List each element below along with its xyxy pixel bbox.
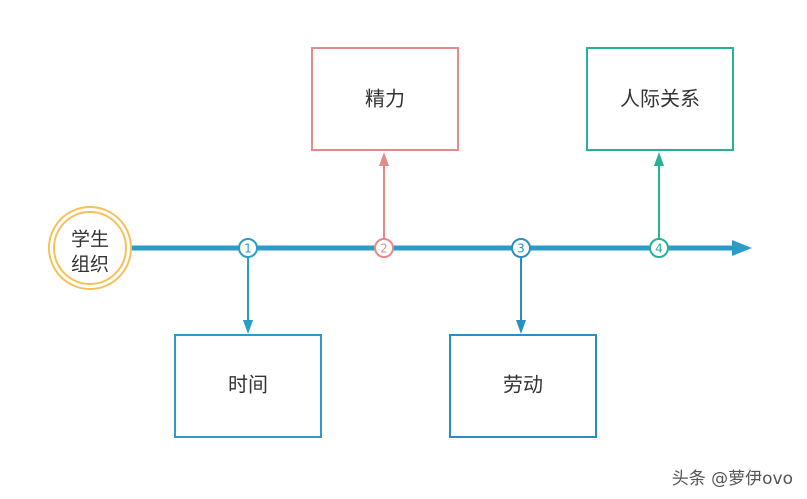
box-time: [174, 334, 322, 438]
node-3: 劳动 3: [449, 238, 597, 438]
box-labor-label: 劳动: [503, 373, 543, 397]
marker-4-num: 4: [655, 242, 663, 256]
watermark: 头条 @萝伊ovo: [671, 469, 793, 489]
timeline-arrowhead: [732, 240, 752, 256]
origin-label-line1: 学生: [71, 229, 109, 251]
node-4: 人际关系 4: [586, 47, 734, 258]
box-energy: [311, 47, 459, 151]
box-relationships-label: 人际关系: [620, 87, 700, 111]
connector-2-arrow: [379, 152, 389, 166]
connector-1-arrow: [243, 320, 253, 334]
origin-label-line2: 组织: [71, 254, 109, 276]
marker-4: [649, 238, 669, 258]
marker-1: [238, 238, 258, 258]
connector-4-arrow: [654, 152, 664, 166]
node-1: 时间 1: [174, 238, 322, 438]
connector-3-arrow: [516, 320, 526, 334]
node-2: 精力 2: [311, 47, 459, 258]
box-labor: [449, 334, 597, 438]
marker-1-num: 1: [244, 242, 252, 256]
marker-2: [374, 238, 394, 258]
box-energy-label: 精力: [365, 87, 405, 111]
origin-node: 学生 组织: [48, 206, 132, 290]
marker-3-num: 3: [517, 242, 525, 256]
marker-3: [511, 238, 531, 258]
marker-2-num: 2: [380, 242, 388, 256]
box-relationships: [586, 47, 734, 151]
box-time-label: 时间: [228, 373, 268, 397]
